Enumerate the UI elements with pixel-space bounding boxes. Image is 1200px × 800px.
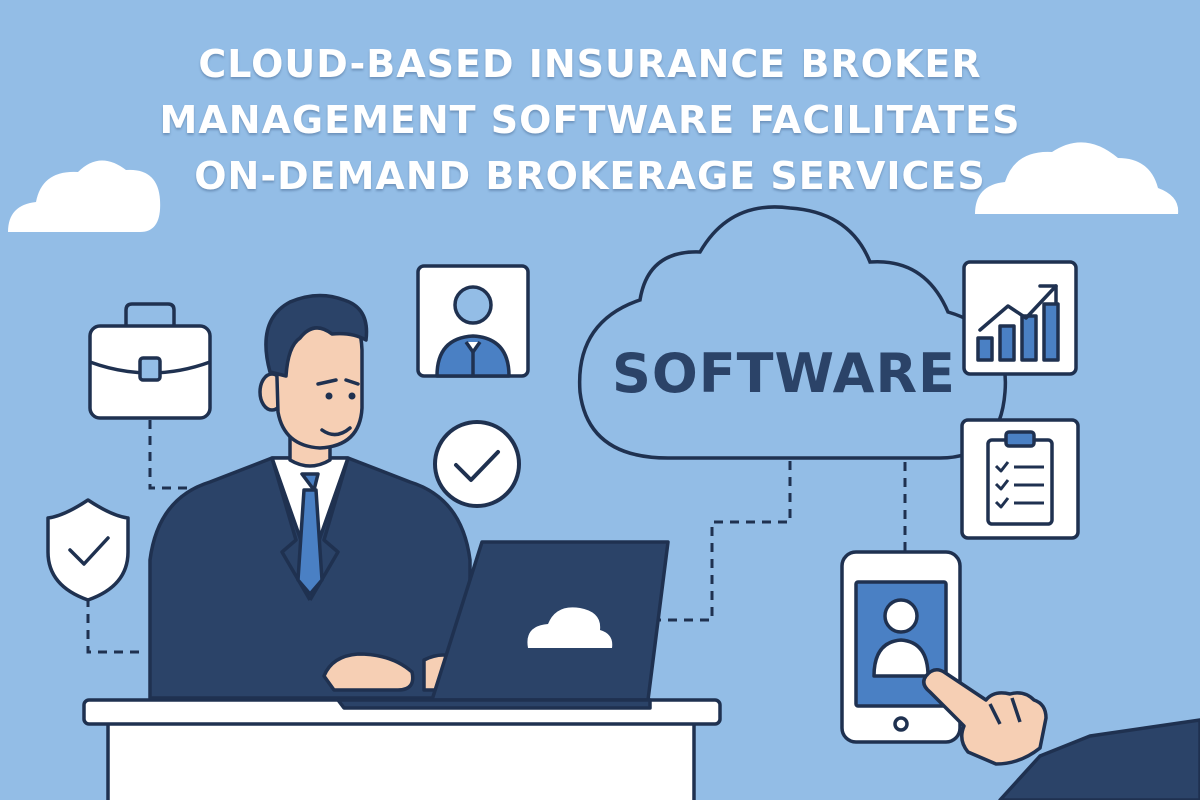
- headline: CLOUD-BASED INSURANCE BROKER MANAGEMENT …: [100, 36, 1080, 204]
- desk: [82, 698, 722, 800]
- shield-check-icon: [46, 498, 130, 602]
- profile-card-icon: [416, 264, 530, 378]
- headline-line-1: CLOUD-BASED INSURANCE BROKER: [198, 42, 982, 86]
- checkmark-icon: [433, 420, 521, 508]
- headline-line-3: ON-DEMAND BROKERAGE SERVICES: [194, 154, 986, 198]
- software-cloud-label: SOFTWARE: [612, 342, 956, 405]
- background-cloud-left: [8, 160, 161, 232]
- dashed-connectors: [86, 420, 907, 654]
- briefcase-icon: [88, 302, 212, 420]
- smartphone-user-icon: [840, 550, 962, 744]
- laptop-cloud-icon: [336, 540, 670, 710]
- software-cloud: SOFTWARE: [577, 205, 1008, 460]
- businessman: [148, 293, 472, 700]
- pointing-hand: [922, 668, 1200, 800]
- background-cloud-right: [975, 142, 1179, 214]
- chart-icon: [962, 260, 1078, 376]
- clipboard-icon: [960, 418, 1080, 540]
- headline-line-2: MANAGEMENT SOFTWARE FACILITATES: [159, 98, 1021, 142]
